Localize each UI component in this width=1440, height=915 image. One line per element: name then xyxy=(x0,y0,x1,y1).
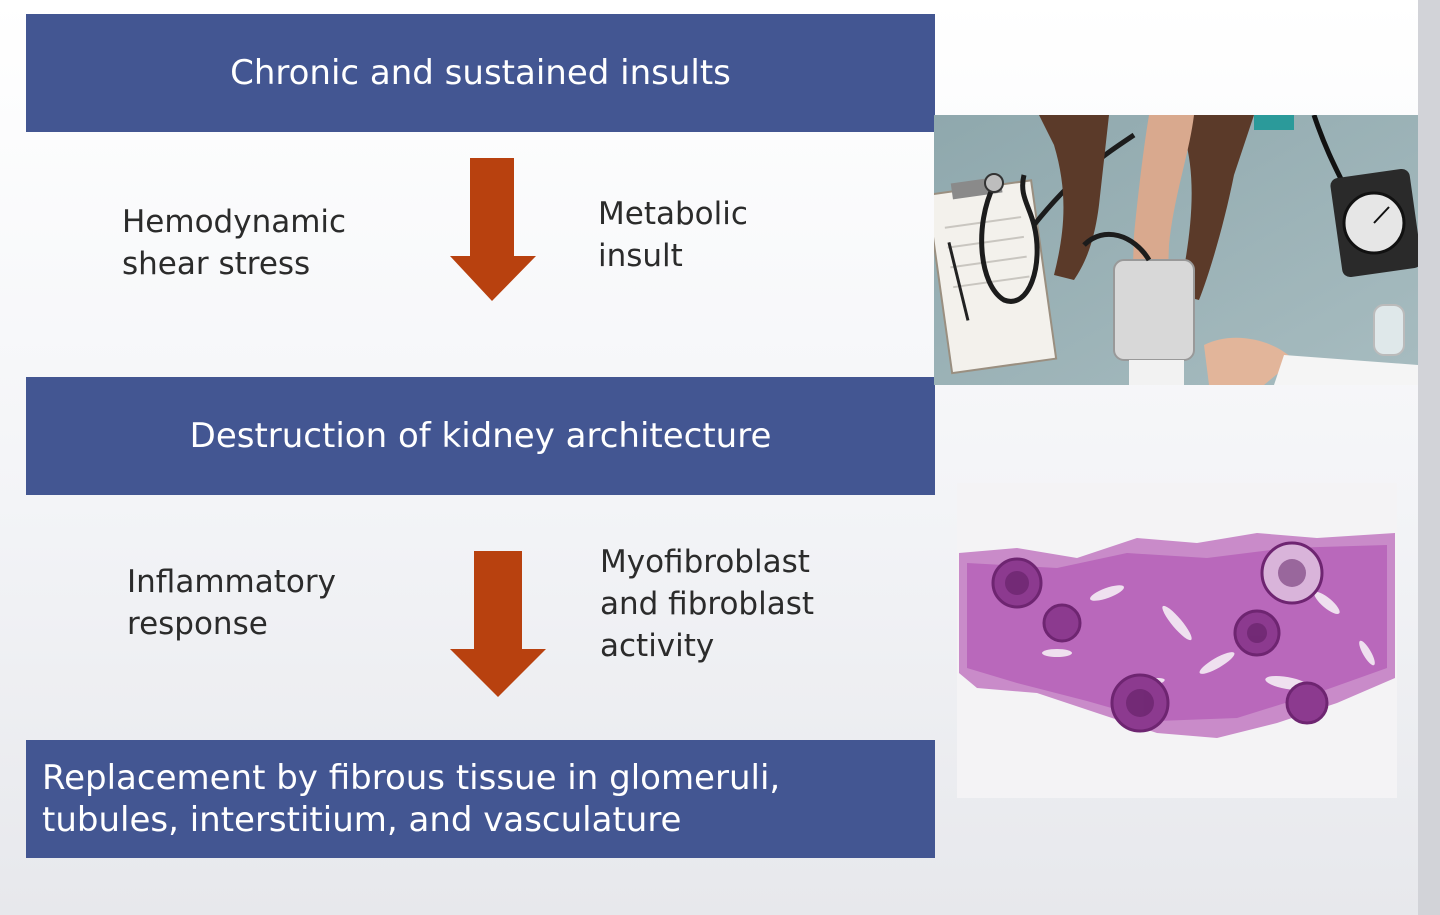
step-title-line: tubules, interstitium, and vasculature xyxy=(42,800,682,840)
label-inflammatory: Inflammatory response xyxy=(127,564,336,642)
step-box-replacement: Replacement by fibrous tissue in glomeru… xyxy=(26,740,935,858)
label-metabolic: Metabolic insult xyxy=(598,196,748,274)
kidney-histology-image xyxy=(957,483,1397,798)
down-arrow-icon xyxy=(450,551,546,697)
slide-edge xyxy=(1418,0,1440,915)
label-hemodynamic: Hemodynamic shear stress xyxy=(122,204,347,282)
step-title: Destruction of kidney architecture xyxy=(189,415,772,456)
step-title-line: Replacement by fibrous tissue in glomeru… xyxy=(42,757,781,798)
blood-pressure-photo xyxy=(934,115,1418,385)
step-box-destruction: Destruction of kidney architecture xyxy=(26,377,935,495)
label-myofibroblast: Myofibroblast and fibroblast activity xyxy=(600,544,815,664)
step-title: Chronic and sustained insults xyxy=(230,52,731,93)
step-box-chronic-insults: Chronic and sustained insults xyxy=(26,14,935,132)
down-arrow-icon xyxy=(450,158,536,301)
